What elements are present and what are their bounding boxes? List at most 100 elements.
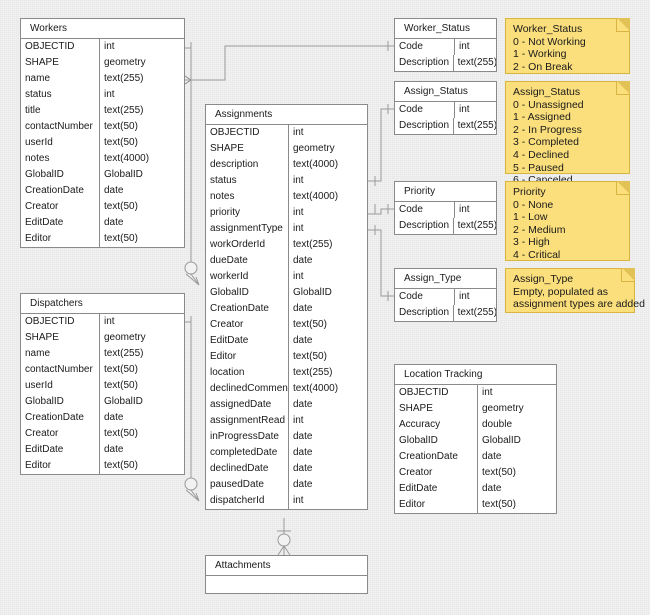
attribute-name: CreationDate xyxy=(395,449,478,465)
cardinality-zero-attachments xyxy=(277,533,291,547)
attribute-name: workerId xyxy=(206,269,289,285)
attribute-name: Description xyxy=(395,118,454,134)
attribute-name: userId xyxy=(21,135,100,151)
attribute-type: text(4000) xyxy=(293,191,339,202)
attribute-type: date xyxy=(482,451,502,462)
attribute-name: Code xyxy=(395,202,455,218)
attribute-name: Editor xyxy=(206,349,289,365)
attribute-name: SHAPE xyxy=(395,401,478,417)
attribute-name: GlobalID xyxy=(21,167,100,183)
attribute-type: int xyxy=(293,495,304,506)
attribute-type: date xyxy=(293,431,313,442)
attribute-type: date xyxy=(293,399,313,410)
attribute-name: Editor xyxy=(21,231,100,247)
attribute-name: OBJECTID xyxy=(395,385,478,401)
attribute-name: pausedDate xyxy=(206,477,289,493)
attribute-name: workOrderId xyxy=(206,237,289,253)
note-line: assignment types are added xyxy=(513,298,645,311)
attribute-name: OBJECTID xyxy=(21,39,100,55)
attribute-type: int xyxy=(482,387,493,398)
attribute-type: int xyxy=(459,104,470,115)
attribute-type: date xyxy=(293,463,313,474)
attribute-name: Editor xyxy=(395,497,478,513)
attribute-type: text(255) xyxy=(293,239,333,250)
attribute-type: int xyxy=(293,127,304,138)
attribute-type: int xyxy=(293,271,304,282)
attribute-type: double xyxy=(482,419,513,430)
attribute-row: OBJECTID int xyxy=(21,39,184,55)
attribute-type: text(50) xyxy=(104,380,138,391)
attribute-type: geometry xyxy=(104,57,146,68)
attribute-name: Code xyxy=(395,102,455,118)
attribute-type: int xyxy=(459,204,470,215)
note-line: 0 - Not Working xyxy=(513,35,586,48)
attribute-type: int xyxy=(104,41,115,52)
attribute-type: int xyxy=(293,175,304,186)
attribute-name: location xyxy=(206,365,289,381)
attribute-type: text(255) xyxy=(104,105,144,116)
attribute-type: text(4000) xyxy=(293,383,339,394)
note-line: 2 - In Progress xyxy=(513,123,582,136)
note-line: 1 - Working xyxy=(513,48,567,61)
attribute-name: priority xyxy=(206,205,289,221)
attribute-name: Code xyxy=(395,289,455,305)
attribute-type: date xyxy=(104,217,124,228)
attribute-name: Accuracy xyxy=(395,417,478,433)
attribute-type: geometry xyxy=(482,403,524,414)
attribute-type: text(50) xyxy=(482,499,516,510)
attribute-type: text(255) xyxy=(104,348,144,359)
entity-title-worker_status: Worker_Status xyxy=(395,19,496,39)
entity-attachments[interactable]: Attachments xyxy=(205,555,368,594)
entity-title-dispatchers: Dispatchers xyxy=(21,294,184,314)
attribute-name: GlobalID xyxy=(206,285,289,301)
note-line: Assign_Status xyxy=(513,86,581,98)
attribute-name: Description xyxy=(395,305,454,321)
attribute-type: GlobalID xyxy=(104,396,143,407)
wire-dispatchers-assignments xyxy=(185,321,192,490)
attribute-type: date xyxy=(293,479,313,490)
attribute-name: OBJECTID xyxy=(21,314,100,330)
attribute-name: description xyxy=(206,157,289,173)
